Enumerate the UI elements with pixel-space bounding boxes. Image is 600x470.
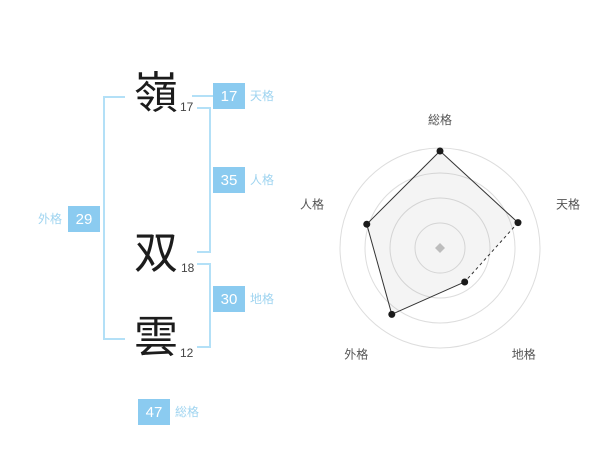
jinkaku-value-badge: 35 — [213, 167, 245, 193]
jinkaku-label: 人格 — [250, 173, 275, 187]
name-character-3: 雲 — [134, 313, 178, 362]
radar-axis-label: 天格 — [556, 196, 580, 211]
radar-data-point — [436, 147, 444, 155]
radar-axis-label: 人格 — [300, 196, 324, 211]
name-panel: 嶺 17 双 18 雲 12 17 天格 35 人格 30 地格 外格 29 4… — [0, 0, 290, 470]
stroke-count-1: 17 — [180, 100, 194, 114]
jinkaku-bracket-tick-top — [197, 107, 211, 109]
chikaku-bracket-line — [209, 263, 211, 348]
radar-polygon-fill — [366, 151, 518, 315]
radar-data-point — [388, 310, 396, 318]
radar-data-point — [514, 219, 522, 227]
radar-grid-ring — [364, 172, 516, 324]
chikaku-bracket-tick-top — [197, 263, 211, 265]
jinkaku-bracket-tick-bottom — [197, 251, 211, 253]
chikaku-bracket-tick-bottom — [197, 346, 211, 348]
radar-grid-ring — [414, 222, 466, 274]
gaikaku-label: 外格 — [38, 212, 63, 226]
name-character-1: 嶺 — [134, 69, 178, 118]
radar-axis-label: 外格 — [344, 347, 368, 362]
radar-polygon-edge — [366, 150, 441, 225]
radar-polygon-edge — [366, 224, 393, 315]
radar-data-point — [461, 278, 469, 286]
tenkaku-connector-line — [192, 95, 214, 97]
gaikaku-bracket-tick-bottom — [103, 338, 125, 340]
gaikaku-bracket-tick-top — [103, 96, 125, 98]
name-character-2: 双 — [134, 229, 178, 278]
stroke-count-2: 18 — [181, 261, 195, 275]
radar-axis-label: 地格 — [512, 347, 536, 362]
radar-polygon-edge — [464, 222, 519, 283]
soukaku-label: 総格 — [175, 405, 200, 419]
jinkaku-bracket-line — [209, 107, 211, 253]
radar-grid-ring — [389, 197, 491, 299]
radar-center-marker — [435, 243, 445, 253]
radar-data-point — [363, 220, 371, 228]
tenkaku-label: 天格 — [250, 89, 275, 103]
radar-axis-label: 総格 — [428, 112, 452, 127]
radar-polygon-edge — [391, 281, 465, 315]
chikaku-label: 地格 — [250, 292, 275, 306]
tenkaku-value-badge: 17 — [213, 83, 245, 109]
gaikaku-value-badge: 29 — [68, 206, 100, 232]
soukaku-value-badge: 47 — [138, 399, 170, 425]
radar-polygon-edge — [439, 150, 519, 224]
chikaku-value-badge: 30 — [213, 286, 245, 312]
stroke-count-3: 12 — [180, 346, 194, 360]
gaikaku-bracket-line — [103, 96, 105, 340]
